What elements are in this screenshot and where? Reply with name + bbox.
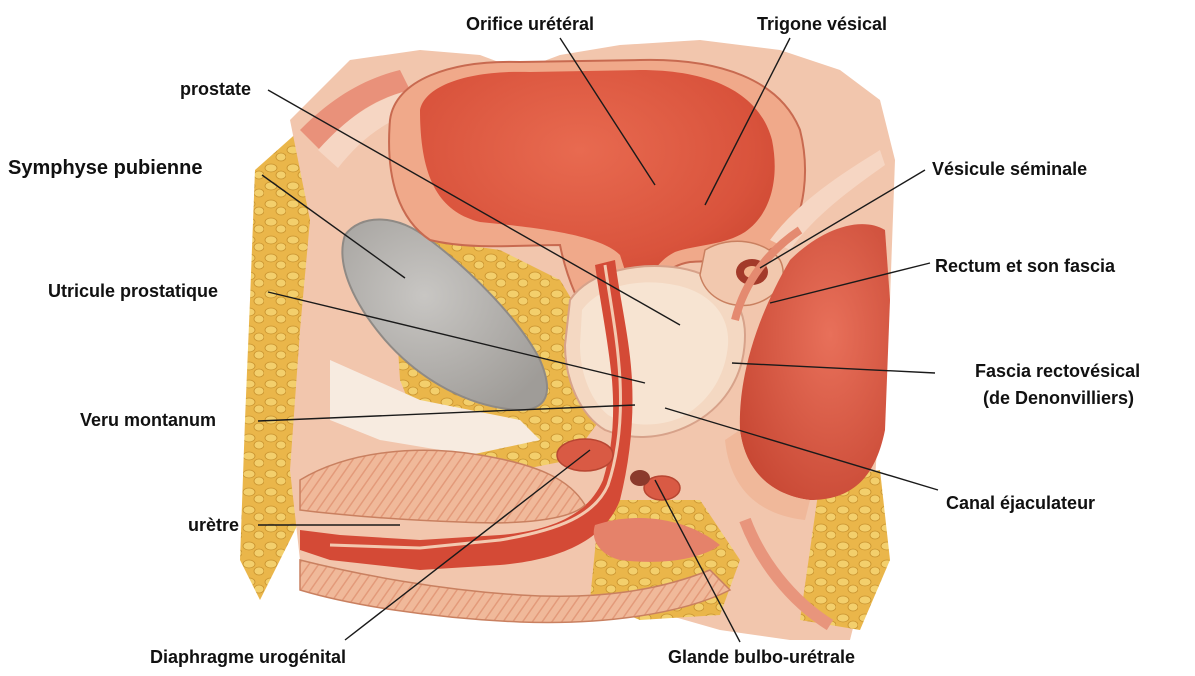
leader-glande-bulbo-uretrale (655, 480, 740, 642)
leader-trigone-vesical (705, 38, 790, 205)
leader-rectum-fascia (770, 263, 930, 303)
label-fascia-rectovesical: Fascia rectovésical (975, 360, 1140, 382)
leader-veru-montanum (258, 405, 635, 421)
leader-canal-ejaculateur (665, 408, 938, 490)
label-uretre: urètre (188, 514, 239, 536)
label-prostate: prostate (180, 78, 251, 100)
label-diaphragme-urogenital: Diaphragme urogénital (150, 646, 346, 668)
label-veru-montanum: Veru montanum (80, 409, 216, 431)
leader-utricule-prostatique (268, 292, 645, 383)
label-trigone-vesical: Trigone vésical (757, 13, 887, 35)
leader-fascia-rectovesical (732, 363, 935, 373)
leader-orifice-ureteral (560, 38, 655, 185)
label-canal-ejaculateur: Canal éjaculateur (946, 492, 1095, 514)
label-rectum-fascia: Rectum et son fascia (935, 255, 1115, 277)
leader-vesicule-seminale (760, 170, 925, 268)
leader-prostate (268, 90, 680, 325)
leader-symphyse-pubienne (262, 175, 405, 278)
leader-diaphragme-urogenital (345, 450, 590, 640)
label-fascia-rectovesical-sub: (de Denonvilliers) (983, 387, 1134, 409)
label-orifice-ureteral: Orifice urétéral (466, 13, 594, 35)
label-vesicule-seminale: Vésicule séminale (932, 158, 1087, 180)
label-glande-bulbo-uretrale: Glande bulbo-urétrale (668, 646, 855, 668)
label-utricule-prostatique: Utricule prostatique (48, 280, 218, 302)
label-symphyse-pubienne: Symphyse pubienne (8, 157, 203, 179)
